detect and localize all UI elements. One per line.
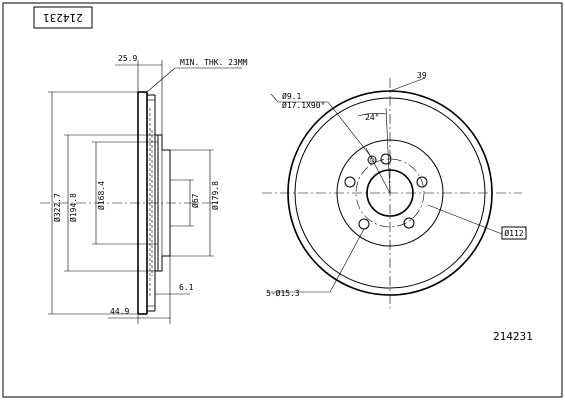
dim-outer-diameter: Ø322.7 [52, 193, 62, 222]
dim-hub-inner: Ø168.4 [96, 181, 106, 210]
dim-countersink: Ø17.1X90° [282, 100, 325, 110]
min-thickness-note: MIN. THK. 23MM [180, 58, 248, 67]
dim-center-bore: Ø67 [190, 193, 200, 208]
dim-hub-outer: Ø194.8 [68, 193, 78, 222]
bolt-holes [344, 153, 428, 230]
dim-total-height: 44.9 [110, 307, 129, 316]
part-number-top: 214231 [43, 11, 83, 24]
part-number-bottom: 214231 [493, 330, 533, 343]
dim-hat-diameter: Ø179.8 [210, 181, 220, 210]
dim-flange: 6.1 [179, 283, 194, 292]
dim-width-top: 25.9 [118, 54, 137, 63]
dim-slot-label: 39 [417, 71, 427, 80]
part-number-box-top: 214231 [33, 6, 93, 29]
front-view: 39 Ø9.1 Ø17.1X90° 24° Ø112 5-Ø15.3 [262, 71, 527, 308]
dim-pcd: Ø112 [504, 228, 523, 238]
dim-hole-small: Ø9.1 [282, 91, 301, 101]
dim-angle: 24° [365, 113, 379, 122]
dim-bolt-holes: 5-Ø15.3 [266, 288, 300, 298]
side-view: 25.9 MIN. THK. 23MM Ø322.7 Ø194.8 Ø168.4… [40, 54, 248, 324]
